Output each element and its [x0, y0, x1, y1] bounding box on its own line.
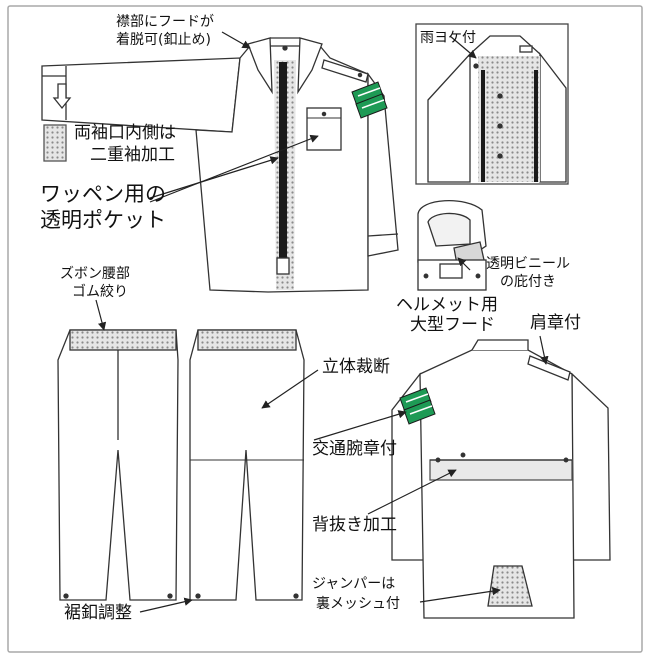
label-waist-rubber-1: ズボン腰部 [60, 266, 130, 282]
label-double-cuff-2: 二重袖加工 [90, 145, 175, 165]
label-3d-cut: 立体裁断 [322, 357, 390, 377]
back-right-sleeve [571, 372, 611, 561]
label-waist-rubber-2: ゴム絞り [72, 284, 128, 300]
front-armband [351, 81, 388, 119]
rain-flap-detail [415, 23, 569, 185]
back-waistband [197, 329, 297, 351]
label-armband: 交通腕章付 [312, 439, 397, 459]
back-vent [429, 459, 573, 481]
label-visor-1: 透明ビニール [486, 256, 570, 272]
pants-front [57, 329, 179, 601]
rain-flap-mesh [478, 56, 540, 182]
pants-back [189, 329, 305, 601]
label-visor-2: の庇付き [500, 274, 556, 290]
helmet-hood [417, 200, 487, 291]
label-patch-pocket-2: 透明ポケット [40, 208, 166, 232]
label-hood-collar-2: 着脱可(釦止め) [116, 32, 211, 48]
jacket-collar [247, 37, 273, 95]
label-helmet-hood-1: ヘルメット用 [396, 295, 498, 315]
jacket-left-sleeve [41, 57, 241, 133]
label-helmet-hood-2: 大型フード [410, 315, 495, 335]
outer-frame [7, 5, 643, 653]
back-armband [399, 387, 436, 425]
jacket-shoulder-strap [321, 59, 369, 83]
label-mesh-lining-2: 裏メッシュ付 [316, 596, 400, 612]
label-hem-button: 裾釦調整 [64, 603, 132, 623]
front-waistband [69, 329, 177, 351]
jacket-front [41, 37, 399, 293]
leader-lines [95, 31, 549, 613]
mesh-lining [487, 565, 533, 607]
label-hood-collar-1: 襟部にフードが [116, 14, 214, 30]
label-back-vent: 背抜き加工 [312, 515, 397, 535]
cuff-arrow-icon [52, 83, 72, 110]
label-double-cuff-1: 両袖口内側は [74, 123, 176, 143]
label-shoulder-strap: 肩章付 [530, 313, 581, 333]
double-cuff-mesh [43, 124, 67, 162]
jacket-back [391, 339, 611, 619]
label-patch-pocket-1: ワッペン用の [40, 182, 166, 206]
jacket-zipper [279, 62, 287, 267]
label-rain-flap: 雨ヨケ付 [420, 30, 476, 46]
label-mesh-lining-1: ジャンパーは [312, 576, 396, 592]
